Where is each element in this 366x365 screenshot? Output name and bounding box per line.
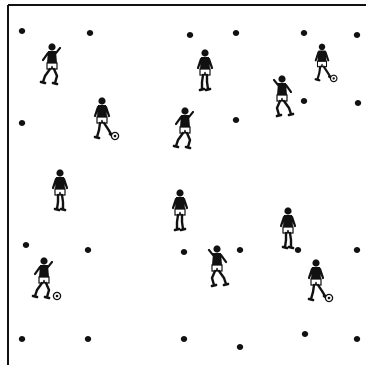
player-boots <box>200 89 210 90</box>
cone-marker <box>19 336 25 342</box>
cone-marker <box>233 30 239 36</box>
cone-marker <box>187 32 193 38</box>
cone-marker <box>233 117 239 123</box>
cone-marker <box>302 331 308 337</box>
soccer-ball-icon <box>330 75 336 81</box>
player-shorts <box>200 69 210 75</box>
player-shorts <box>318 61 327 66</box>
cone-marker <box>295 247 301 253</box>
player-head <box>98 97 105 104</box>
cone-marker <box>355 100 361 106</box>
player-head <box>319 44 325 50</box>
player-shorts <box>277 95 287 101</box>
player-head <box>284 207 291 214</box>
cone-marker <box>181 336 187 342</box>
player-head <box>213 245 220 252</box>
player-head <box>48 43 55 50</box>
cone-marker <box>87 30 93 36</box>
player-boots <box>175 229 185 230</box>
cone-marker <box>354 32 360 38</box>
soccer-ball-icon <box>111 132 118 139</box>
player-boots <box>283 247 293 248</box>
cone-marker <box>85 247 91 253</box>
cone-marker <box>237 247 243 253</box>
soccer-ball-icon <box>325 294 332 301</box>
cone-marker <box>301 30 307 36</box>
player-shorts <box>311 279 321 285</box>
player-head <box>176 189 183 196</box>
player-head <box>201 49 208 56</box>
player-shorts <box>55 189 65 195</box>
cone-marker <box>354 247 360 253</box>
player-shorts <box>97 117 107 123</box>
soccer-ball-icon <box>53 292 60 299</box>
cone-marker <box>85 336 91 342</box>
cone-marker <box>19 120 25 126</box>
cone-marker <box>354 336 360 342</box>
player-shorts <box>39 277 49 283</box>
cone-marker <box>237 344 243 350</box>
cone-marker <box>19 28 25 34</box>
player-shorts <box>180 127 190 133</box>
player-head <box>40 257 47 264</box>
cone-marker <box>301 98 307 104</box>
cone-marker <box>23 242 29 248</box>
player-shorts <box>47 63 57 69</box>
player-boots <box>55 209 65 210</box>
player-head <box>278 75 285 82</box>
player-head <box>56 169 63 176</box>
cone-marker <box>181 249 187 255</box>
player-shorts <box>283 227 293 233</box>
player-shorts <box>212 265 222 271</box>
player-head <box>312 259 319 266</box>
player-shorts <box>175 209 185 215</box>
player-head <box>181 107 188 114</box>
